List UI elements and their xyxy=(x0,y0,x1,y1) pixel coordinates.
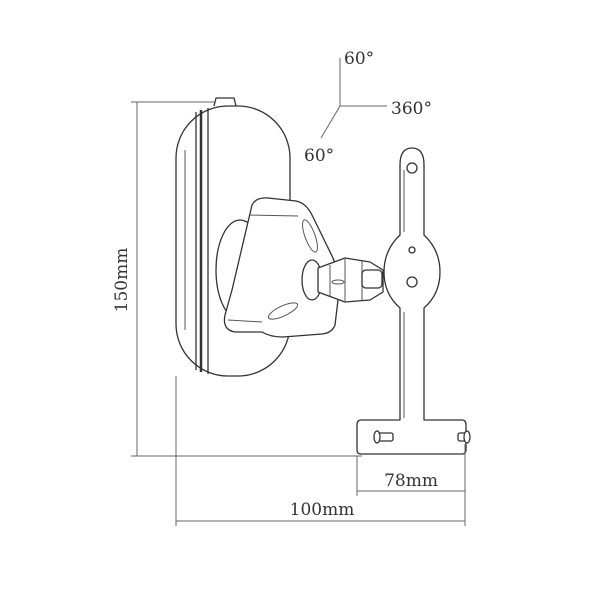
depth-label: 100mm xyxy=(290,500,355,520)
center-screw-hole xyxy=(406,276,418,288)
depth-dimension xyxy=(175,376,465,526)
plate-width-dimension xyxy=(356,444,466,526)
swivel-knob xyxy=(215,197,384,338)
height-dimension xyxy=(131,101,362,457)
wall-plate xyxy=(356,147,471,455)
tilt-up-label: 60° xyxy=(344,49,374,69)
screw-right xyxy=(457,430,471,444)
top-screw-hole xyxy=(406,162,418,174)
screw-left xyxy=(373,430,394,444)
plate-width-label: 78mm xyxy=(384,471,438,491)
height-label: 150mm xyxy=(112,248,132,313)
swivel-label: 360° xyxy=(391,99,432,119)
speaker-body xyxy=(175,97,291,377)
rotation-axes xyxy=(320,58,387,139)
tilt-down-label: 60° xyxy=(304,146,334,166)
